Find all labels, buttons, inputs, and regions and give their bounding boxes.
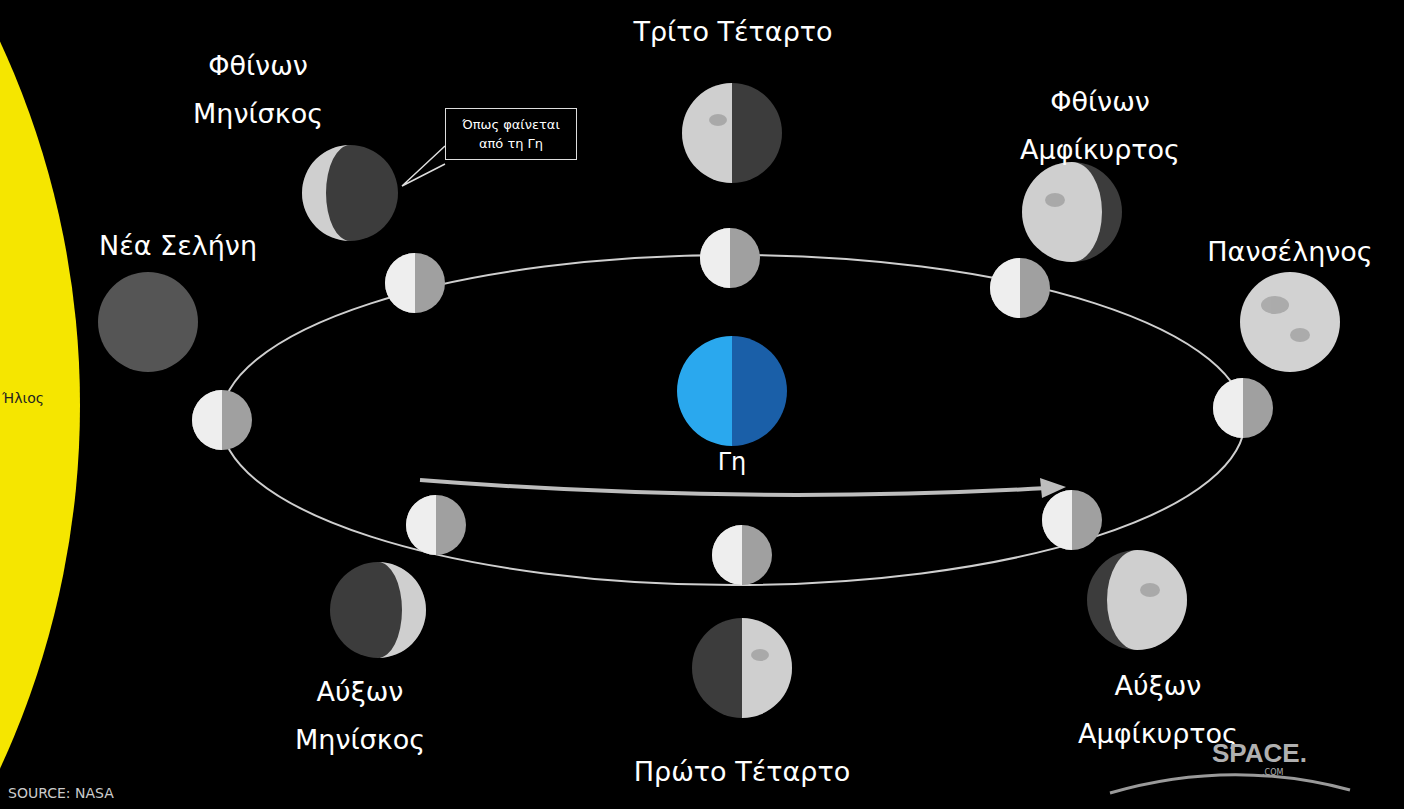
sun-node: Ήλιος: [2, 390, 74, 406]
direction-arrow: [420, 480, 1048, 495]
logo-subtext: .COM: [1262, 768, 1322, 778]
node-text: Ήλιος: [2, 390, 74, 406]
phase-label: Πανσέληνος: [1190, 228, 1390, 276]
phase-label: Αύξων Μηνίσκος: [270, 668, 450, 764]
phase-label: Τρίτο Τέταρτο: [573, 8, 893, 56]
logo-swoosh: [1110, 775, 1350, 793]
callout-pointer: [402, 146, 445, 186]
phase-label: Φθίνων Αμφίκυρτος: [995, 78, 1205, 174]
orbit-ellipse: [221, 255, 1245, 585]
node-text: Γη: [677, 448, 787, 476]
callout-box: Όπως φαίνεται από τη Γη: [445, 108, 577, 160]
source-note: SOURCE: NASA: [8, 784, 208, 802]
node-text: Όπως φαίνεται από τη Γη: [452, 115, 570, 153]
phase-label: Πρώτο Τέταρτο: [592, 748, 892, 796]
earth-globe: [677, 336, 787, 446]
phase-label: Φθίνων Μηνίσκος: [173, 42, 343, 138]
sun-disc: [0, 0, 80, 809]
logo-text: SPACE.: [1212, 738, 1352, 768]
earth-node: Γη: [677, 336, 787, 476]
moon-photos: [98, 83, 1340, 718]
phase-label: Νέα Σελήνη: [68, 222, 288, 270]
orbit-moons: [192, 228, 1273, 585]
